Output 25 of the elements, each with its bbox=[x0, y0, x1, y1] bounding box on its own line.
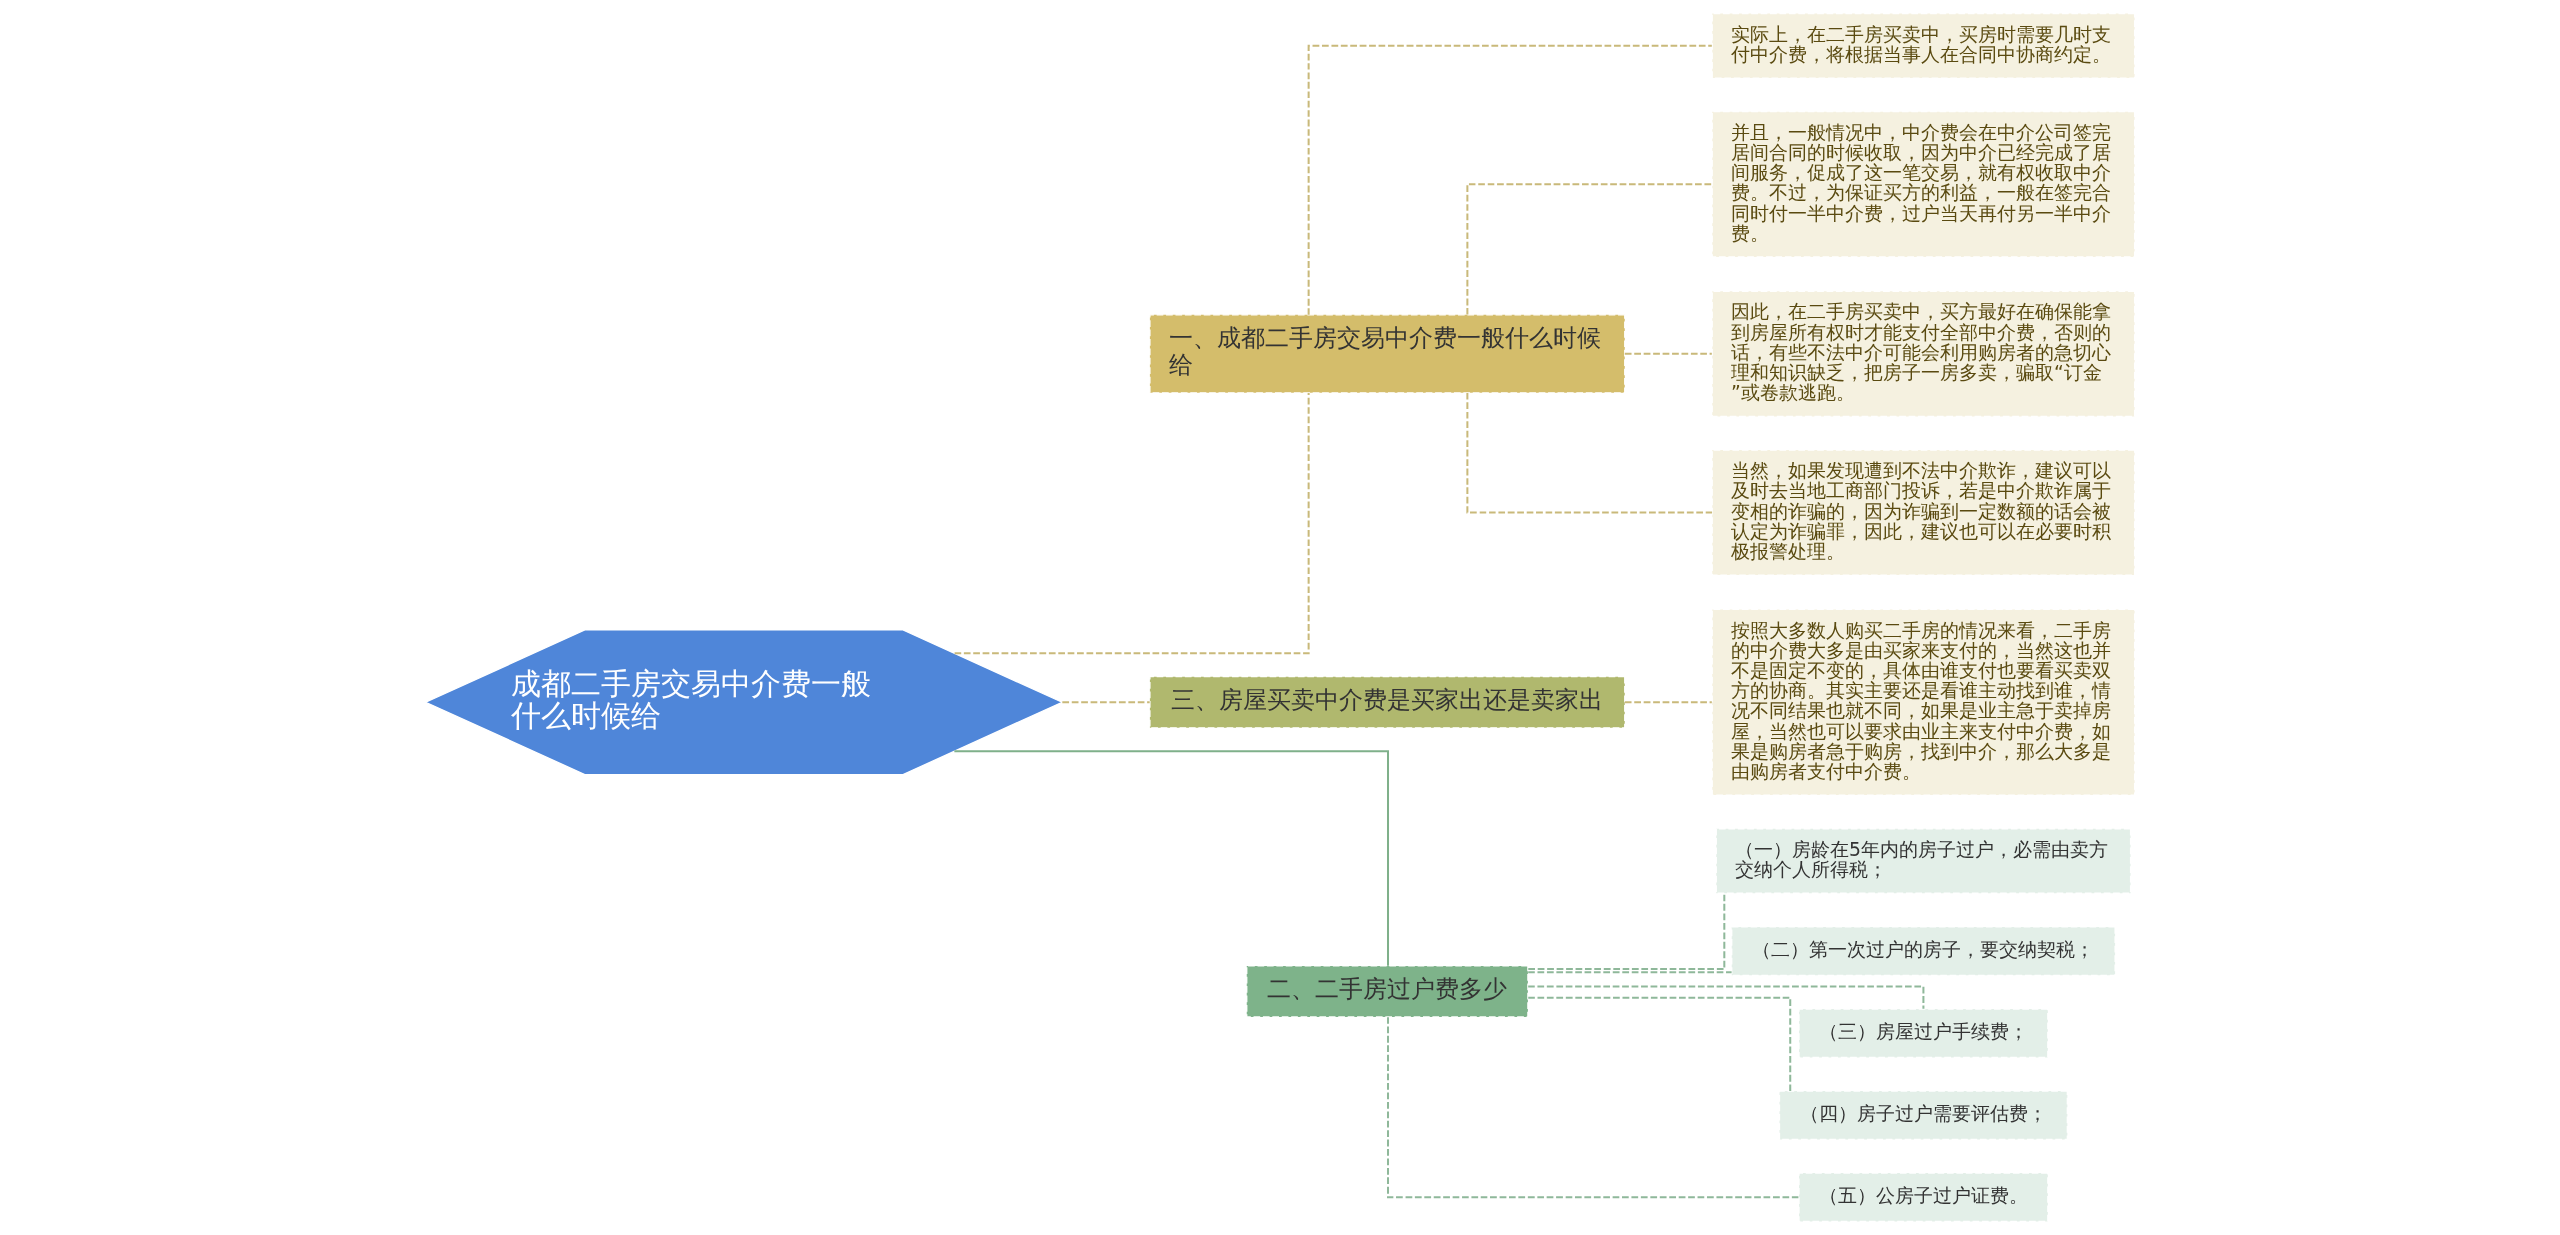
node-box: 按照大多数人购买二手房的情况来看，二手房的中介费大多是由买家来支付的，当然这也并不是固定不变的，具体由谁支付也要看买卖双方的协商。其实主要还是看谁主动找到谁，情况不同结果也就不同，如果是业主急于卖掉房屋，当然也可以要求由业主来支付中介费，如果是购房者急于购房，找到中介，那么大多是由购房者支付中介费。 bbox=[1711, 608, 2136, 796]
node-box: 因此，在二手房买卖中，买方最好在确保能拿到房屋所有权时才能支付全部中介费，否则的话，有些不法中介可能会利用购房者的急切心理和知识缺乏，把房子一房多卖，骗取“订金”或卷款逃跑。 bbox=[1711, 290, 2136, 418]
connector bbox=[954, 393, 1310, 655]
connector bbox=[1466, 183, 1713, 315]
connector bbox=[1624, 352, 1712, 355]
node-box: （五）公房子过户证费。 bbox=[1798, 1172, 2049, 1223]
node-box: 一、成都二手房交易中介费一般什么时候给 bbox=[1149, 314, 1626, 394]
connector bbox=[1387, 1017, 1799, 1199]
node-box: 二、二手房过户费多少 bbox=[1246, 965, 1529, 1018]
node-box: 并且，一般情况中，中介费会在中介公司签完居间合同的时候收取，因为中介已经完成了居间服务，促成了这一笔交易，就有权收取中介费。不过，为保证买方的利益，一般在签完合同时付一半中介费，过户当天再付另一半中介费。 bbox=[1711, 111, 2136, 258]
connector bbox=[1062, 701, 1150, 704]
node-box: （二）第一次过户的房子，要交纳契税； bbox=[1731, 926, 2116, 976]
connector bbox=[954, 750, 1389, 966]
connector bbox=[1528, 996, 1792, 1091]
node-box: （三）房屋过户手续费； bbox=[1798, 1008, 2049, 1059]
connector bbox=[1624, 701, 1712, 704]
connector bbox=[1528, 893, 1726, 971]
node-box: 实际上，在二手房买卖中，买房时需要几时支付中介费，将根据当事人在合同中协商约定。 bbox=[1711, 12, 2136, 79]
connector bbox=[1528, 971, 1732, 974]
node-box: （四）房子过户需要评估费； bbox=[1778, 1090, 2069, 1141]
connector bbox=[1307, 44, 1712, 315]
node-box: 三、房屋买卖中介费是买家出还是卖家出 bbox=[1149, 676, 1626, 729]
node-box: （一）房龄在5年内的房子过户，必需由卖方交纳个人所得税； bbox=[1715, 828, 2132, 894]
connector bbox=[1466, 393, 1713, 514]
node-box: 当然，如果发现遭到不法中介欺诈，建议可以及时去当地工商部门投诉，若是中介欺诈属于变相的诈骗的，因为诈骗到一定数额的话会被认定为诈骗罪，因此，建议也可以在必要时积极报警处理。 bbox=[1711, 449, 2136, 576]
